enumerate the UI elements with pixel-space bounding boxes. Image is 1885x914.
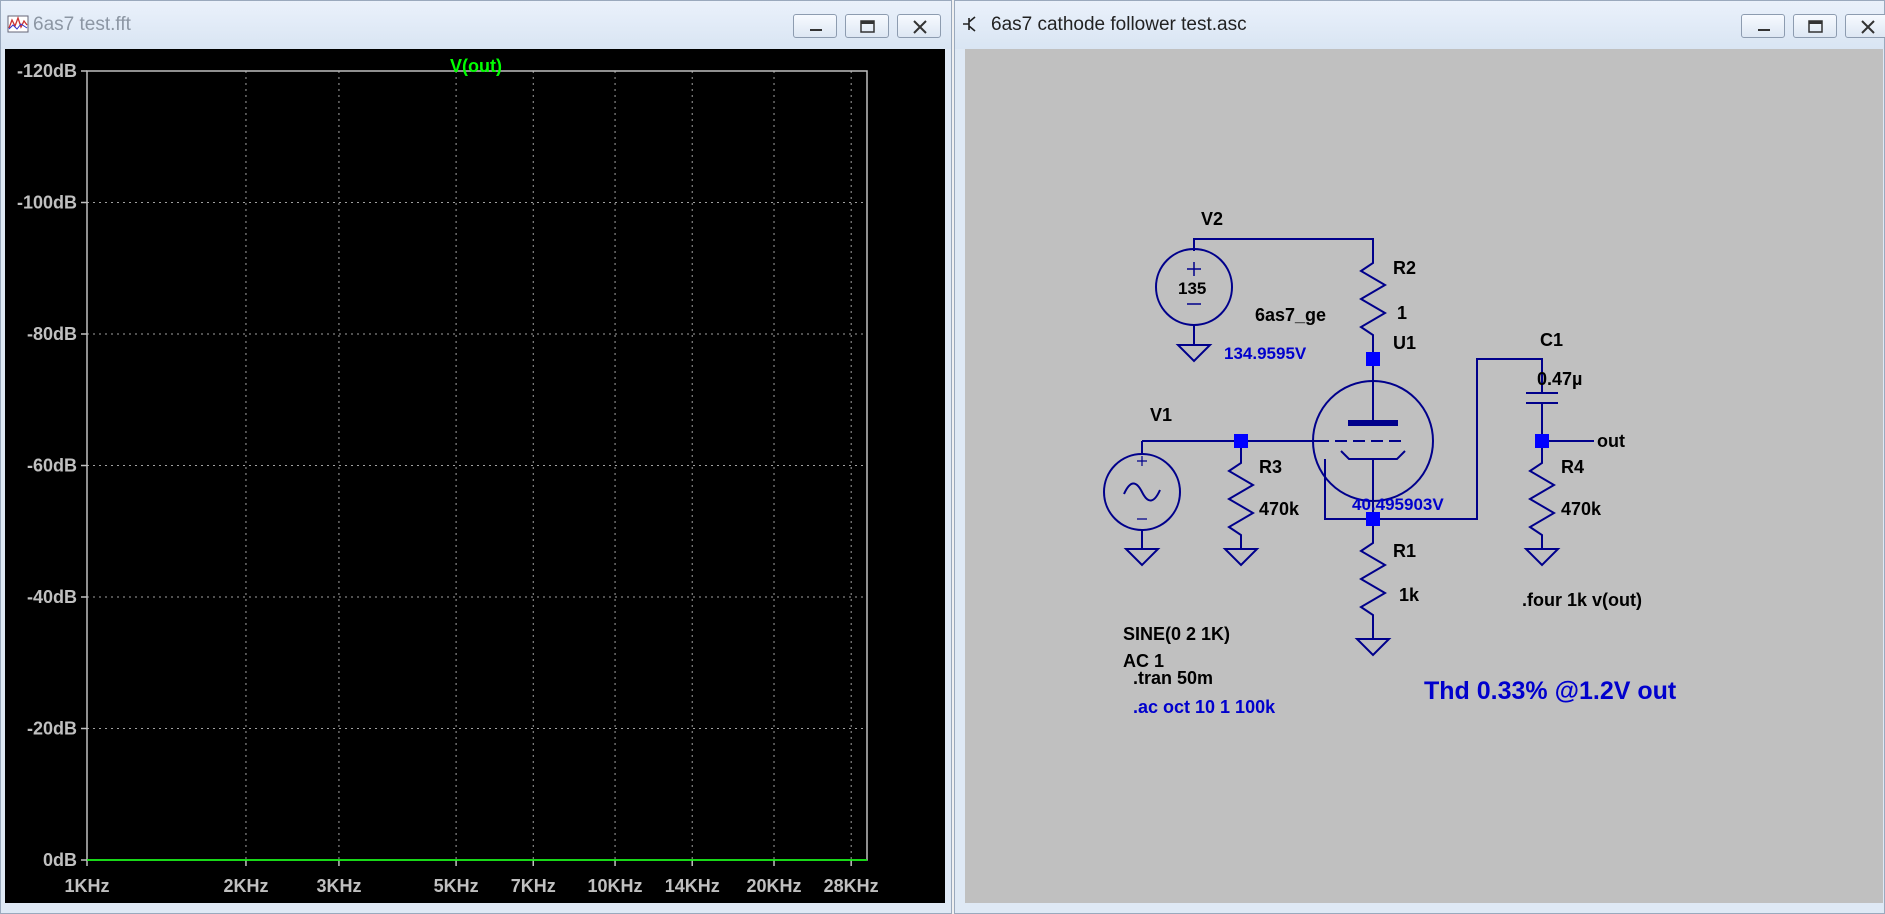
x-tick-label: 10KHz <box>588 876 643 896</box>
close-icon <box>913 20 927 34</box>
fft-plot-area[interactable]: 0dB -20dB -40dB -60dB -80dB -100dB -120dB 1KHz 2… <box>5 49 945 903</box>
r2-resistor <box>1359 254 1387 359</box>
close-icon <box>1861 20 1875 34</box>
four-directive[interactable]: .four 1k v(out) <box>1522 590 1642 610</box>
y-tick-label: -20dB <box>27 719 77 739</box>
y-tick-label: -120dB <box>17 61 77 81</box>
x-tick-label: 2KHz <box>223 876 268 896</box>
schematic-close-button[interactable] <box>1845 14 1885 38</box>
schematic-maximize-button[interactable] <box>1793 14 1837 38</box>
fft-chart[interactable]: 0dB -20dB -40dB -60dB -80dB -100dB -120dB 1KHz 2… <box>5 49 945 903</box>
fft-window-title: 6as7 test.fft <box>33 14 131 35</box>
r2-value[interactable]: 1 <box>1397 303 1407 323</box>
fft-close-button[interactable] <box>897 14 941 38</box>
ground-icon <box>1222 548 1260 567</box>
minimize-icon <box>810 29 822 31</box>
r1-ref[interactable]: R1 <box>1393 541 1416 561</box>
y-tick-label: 0dB <box>43 850 77 870</box>
r3-ref[interactable]: R3 <box>1259 457 1282 477</box>
u1-ref[interactable]: U1 <box>1393 333 1416 353</box>
minimize-icon <box>1758 29 1770 31</box>
plate-voltage-label[interactable]: 134.9595V <box>1224 344 1307 363</box>
r4-ref[interactable]: R4 <box>1561 457 1584 477</box>
x-tick-label: 5KHz <box>434 876 479 896</box>
fft-maximize-button[interactable] <box>845 14 889 38</box>
x-tick-label: 7KHz <box>511 876 556 896</box>
schematic-drawing[interactable]: V2 135 R2 1 6as7_ge U1 C1 0.47µ V1 R3 47… <box>965 49 1883 903</box>
x-tick-label: 1KHz <box>64 876 109 896</box>
schematic-window-title: 6as7 cathode follower test.asc <box>991 14 1247 35</box>
u1-model[interactable]: 6as7_ge <box>1255 305 1326 325</box>
waveform-window-icon <box>7 15 29 33</box>
r3-resistor <box>1227 441 1255 549</box>
schematic-minimize-button[interactable] <box>1741 14 1785 38</box>
r1-value[interactable]: 1k <box>1399 585 1420 605</box>
r3-value[interactable]: 470k <box>1259 499 1300 519</box>
schematic-window-icon <box>963 16 976 32</box>
thd-comment[interactable]: Thd 0.33% @1.2V out <box>1424 677 1677 705</box>
c1-ref[interactable]: C1 <box>1540 330 1563 350</box>
restore-icon <box>1808 20 1823 33</box>
y-tick-label: -40dB <box>27 587 77 607</box>
x-tick-label: 3KHz <box>316 876 361 896</box>
ac-directive[interactable]: .ac oct 10 1 100k <box>1133 697 1276 717</box>
net-label-out[interactable]: out <box>1597 431 1625 451</box>
ground-icon <box>1354 638 1392 657</box>
x-tick-label: 20KHz <box>746 876 801 896</box>
v1-spec-line1[interactable]: SINE(0 2 1K) <box>1123 624 1230 644</box>
r4-value[interactable]: 470k <box>1561 499 1602 519</box>
v1-ref[interactable]: V1 <box>1150 405 1172 425</box>
ground-icon <box>1123 548 1161 567</box>
tran-directive[interactable]: .tran 50m <box>1133 668 1213 688</box>
junction-nodes <box>1234 352 1549 526</box>
schematic-canvas[interactable]: V2 135 R2 1 6as7_ge U1 C1 0.47µ V1 R3 47… <box>965 49 1883 903</box>
restore-icon <box>860 20 875 33</box>
r2-ref[interactable]: R2 <box>1393 258 1416 278</box>
c1-capacitor <box>1526 392 1558 404</box>
y-tick-label: -100dB <box>17 193 77 213</box>
v2-value[interactable]: 135 <box>1178 279 1206 298</box>
fft-minimize-button[interactable] <box>793 14 837 38</box>
schematic-window: 6as7 cathode follower test.asc <box>954 0 1885 914</box>
c1-value[interactable]: 0.47µ <box>1537 369 1582 389</box>
r4-resistor <box>1528 441 1556 549</box>
ground-icon <box>1523 548 1561 567</box>
x-tick-label: 28KHz <box>824 876 879 896</box>
schematic-title-bar[interactable]: 6as7 cathode follower test.asc <box>955 1 1885 49</box>
wires <box>1103 238 1594 657</box>
y-tick-label: -80dB <box>27 324 77 344</box>
v1-spec-line2[interactable]: AC 1 <box>1123 651 1164 671</box>
cathode-voltage-label[interactable]: 40.495903V <box>1352 495 1444 514</box>
ground-icon <box>1175 344 1213 363</box>
fft-window: 6as7 test.fft 0dB -20dB -40dB -60dB -80dB -10… <box>0 0 952 914</box>
fft-title-bar[interactable]: 6as7 test.fft <box>1 1 951 49</box>
chart-title[interactable]: V(out) <box>450 56 502 76</box>
x-tick-label: 14KHz <box>665 876 720 896</box>
y-tick-label: -60dB <box>27 456 77 476</box>
v2-ref[interactable]: V2 <box>1201 209 1223 229</box>
r1-resistor <box>1359 519 1387 639</box>
